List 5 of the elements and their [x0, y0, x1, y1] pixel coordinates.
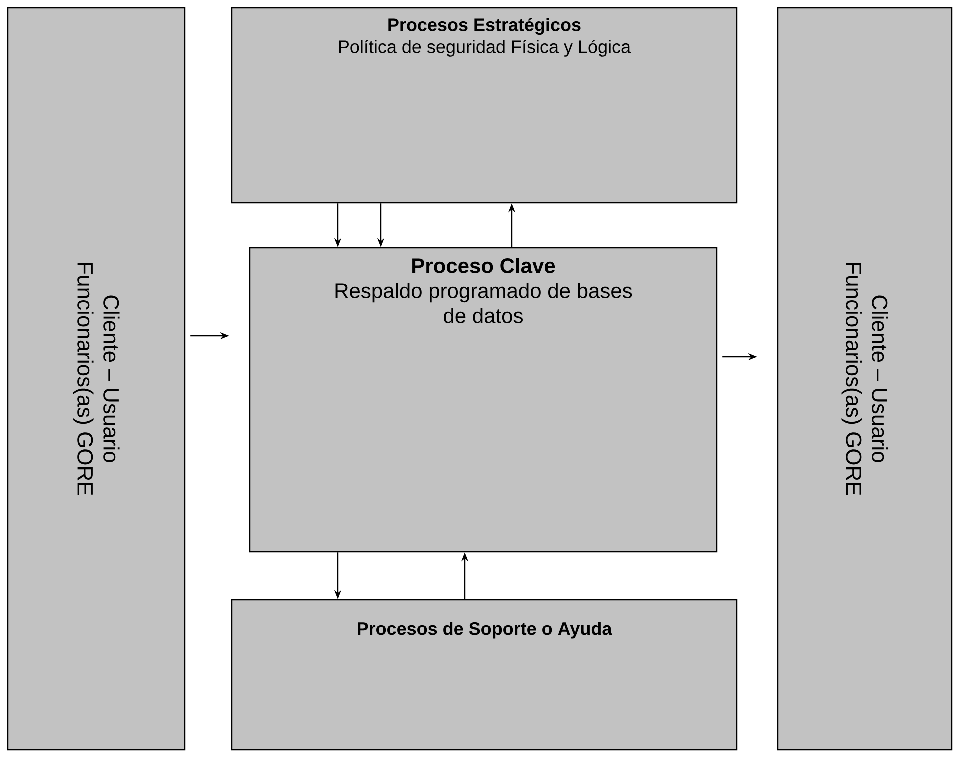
process-box: Proceso Clave Respaldo programado de bases de datos — [249, 247, 718, 553]
process-box: Procesos Estratégicos Política de seguridad Física y Lógica — [231, 7, 738, 204]
client-column: Cliente – Usuario Funcionarios(as) GORE — [777, 7, 953, 751]
process-box: Procesos de Soporte o Ayuda — [231, 599, 738, 751]
client-column: Cliente – Usuario Funcionarios(as) GORE — [7, 7, 186, 751]
